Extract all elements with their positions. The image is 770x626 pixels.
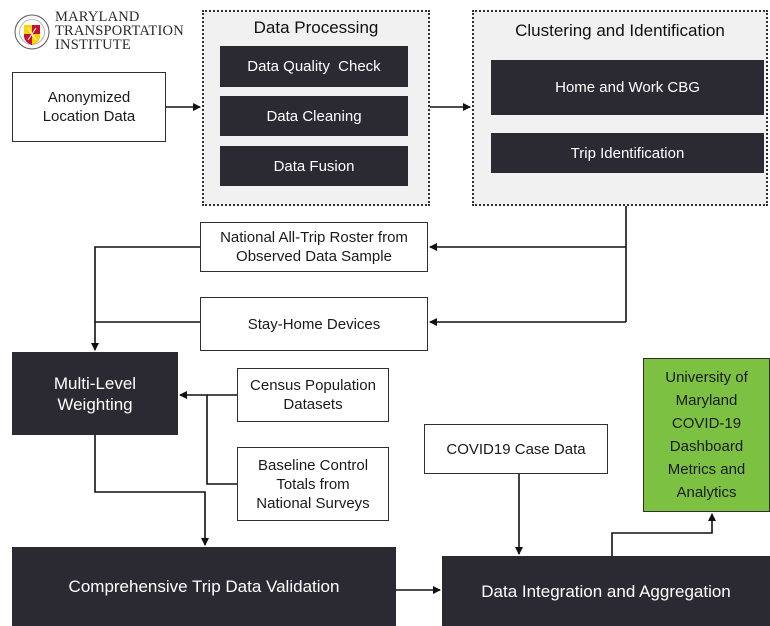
trip-identification-box: Trip Identification bbox=[491, 133, 764, 173]
data-integration-box: Data Integration and Aggregation bbox=[442, 556, 770, 626]
trip-identification-label: Trip Identification bbox=[570, 144, 685, 162]
trip-data-validation-label: Comprehensive Trip Data Validation bbox=[68, 577, 340, 596]
arrow-integration-to-dashboard bbox=[611, 513, 716, 556]
baseline-control-box: Baseline Control Totals from National Su… bbox=[237, 447, 389, 521]
stay-home-devices-label: Stay-Home Devices bbox=[247, 315, 381, 333]
umd-covid-dashboard-box: University of Maryland COVID-19 Dashboar… bbox=[643, 358, 770, 512]
census-population-label: Census Population Datasets bbox=[250, 377, 376, 413]
trip-roster-box: National All-Trip Roster from Observed D… bbox=[200, 222, 428, 272]
baseline-control-label: Baseline Control Totals from National Su… bbox=[256, 456, 370, 512]
home-work-cbg-label: Home and Work CBG bbox=[555, 79, 700, 96]
data-integration-label: Data Integration and Aggregation bbox=[481, 581, 731, 601]
covid-case-data-box: COVID19 Case Data bbox=[424, 424, 608, 474]
data-fusion-label: Data Fusion bbox=[273, 157, 355, 175]
umd-covid-dashboard-label: University of Maryland COVID-19 Dashboar… bbox=[665, 369, 748, 501]
data-cleaning-label: Data Cleaning bbox=[266, 107, 362, 125]
census-population-box: Census Population Datasets bbox=[237, 368, 389, 422]
data-quality-check-label: Data Quality Check bbox=[247, 58, 381, 75]
trip-data-validation-box: Comprehensive Trip Data Validation bbox=[12, 547, 396, 626]
data-processing-title: Data Processing bbox=[253, 18, 379, 37]
arrow-weighting-to-validation bbox=[94, 435, 209, 546]
data-cleaning-box: Data Cleaning bbox=[220, 96, 408, 136]
trip-roster-label: National All-Trip Roster from Observed D… bbox=[220, 229, 408, 265]
stay-home-devices-box: Stay-Home Devices bbox=[200, 297, 428, 351]
line-baseline-to-weighting bbox=[206, 395, 237, 485]
anonymized-location-data-box: Anonymized Location Data bbox=[12, 72, 166, 142]
multi-level-weighting-label: Multi-Level Weighting bbox=[53, 373, 137, 414]
logo-line-3: INSTITUTE bbox=[55, 37, 131, 53]
home-work-cbg-box: Home and Work CBG bbox=[491, 60, 764, 115]
data-quality-check-box: Data Quality Check bbox=[220, 46, 408, 87]
data-fusion-box: Data Fusion bbox=[220, 146, 408, 186]
clustering-identification-title: Clustering and Identification bbox=[515, 21, 725, 40]
line-roster-left bbox=[91, 246, 200, 351]
covid-case-data-label: COVID19 Case Data bbox=[446, 440, 586, 458]
logo-line-1: MARYLAND bbox=[55, 9, 140, 25]
university-seal-icon bbox=[14, 14, 50, 50]
logo-line-2: TRANSPORTATION bbox=[55, 23, 184, 39]
multi-level-weighting-box: Multi-Level Weighting bbox=[12, 352, 178, 435]
mti-logo: MARYLAND TRANSPORTATION INSTITUTE bbox=[14, 10, 194, 56]
anonymized-location-data-label: Anonymized Location Data bbox=[42, 89, 136, 125]
